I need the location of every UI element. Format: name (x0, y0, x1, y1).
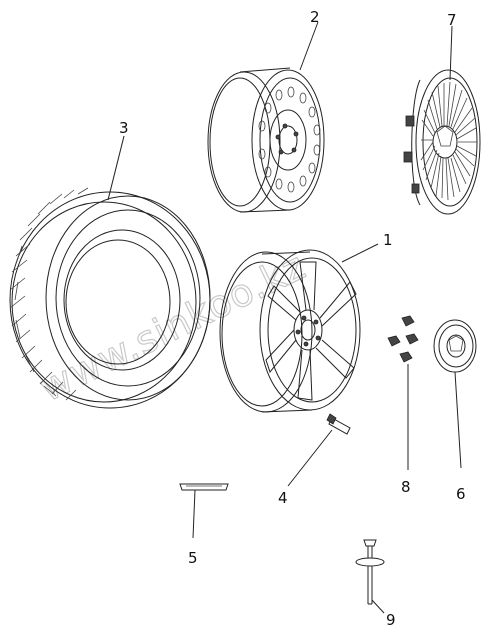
part-wheel-nuts (387, 315, 419, 363)
callout-7: 7 (447, 11, 457, 29)
wheel-cover-clips (403, 115, 420, 194)
callout-8: 8 (401, 478, 411, 496)
part-balance-weight (179, 483, 229, 491)
leader-lines (107, 21, 462, 614)
part-spare-wheel-bolt (355, 539, 385, 605)
part-center-cap (433, 319, 477, 373)
part-wheel-cover (403, 69, 481, 215)
callout-6: 6 (456, 485, 466, 503)
callout-5: 5 (188, 549, 198, 567)
callout-9: 9 (386, 611, 396, 629)
wheel-cover-spokes (420, 81, 477, 201)
part-steel-wheel (207, 67, 325, 213)
alloy-wheel-lug-holes (295, 315, 321, 347)
steel-wheel-holes (258, 86, 321, 193)
callout-1: 1 (383, 231, 393, 249)
callout-2: 2 (310, 8, 320, 26)
tire-tread (9, 187, 89, 401)
callouts: 1 2 3 4 5 6 7 8 9 (119, 8, 466, 629)
part-valve-stem (326, 413, 351, 435)
steel-wheel-lug-holes (275, 123, 299, 155)
part-alloy-wheel (219, 249, 361, 413)
callout-3: 3 (119, 119, 129, 137)
callout-4: 4 (278, 489, 288, 507)
alloy-wheel-spokes (265, 261, 357, 401)
